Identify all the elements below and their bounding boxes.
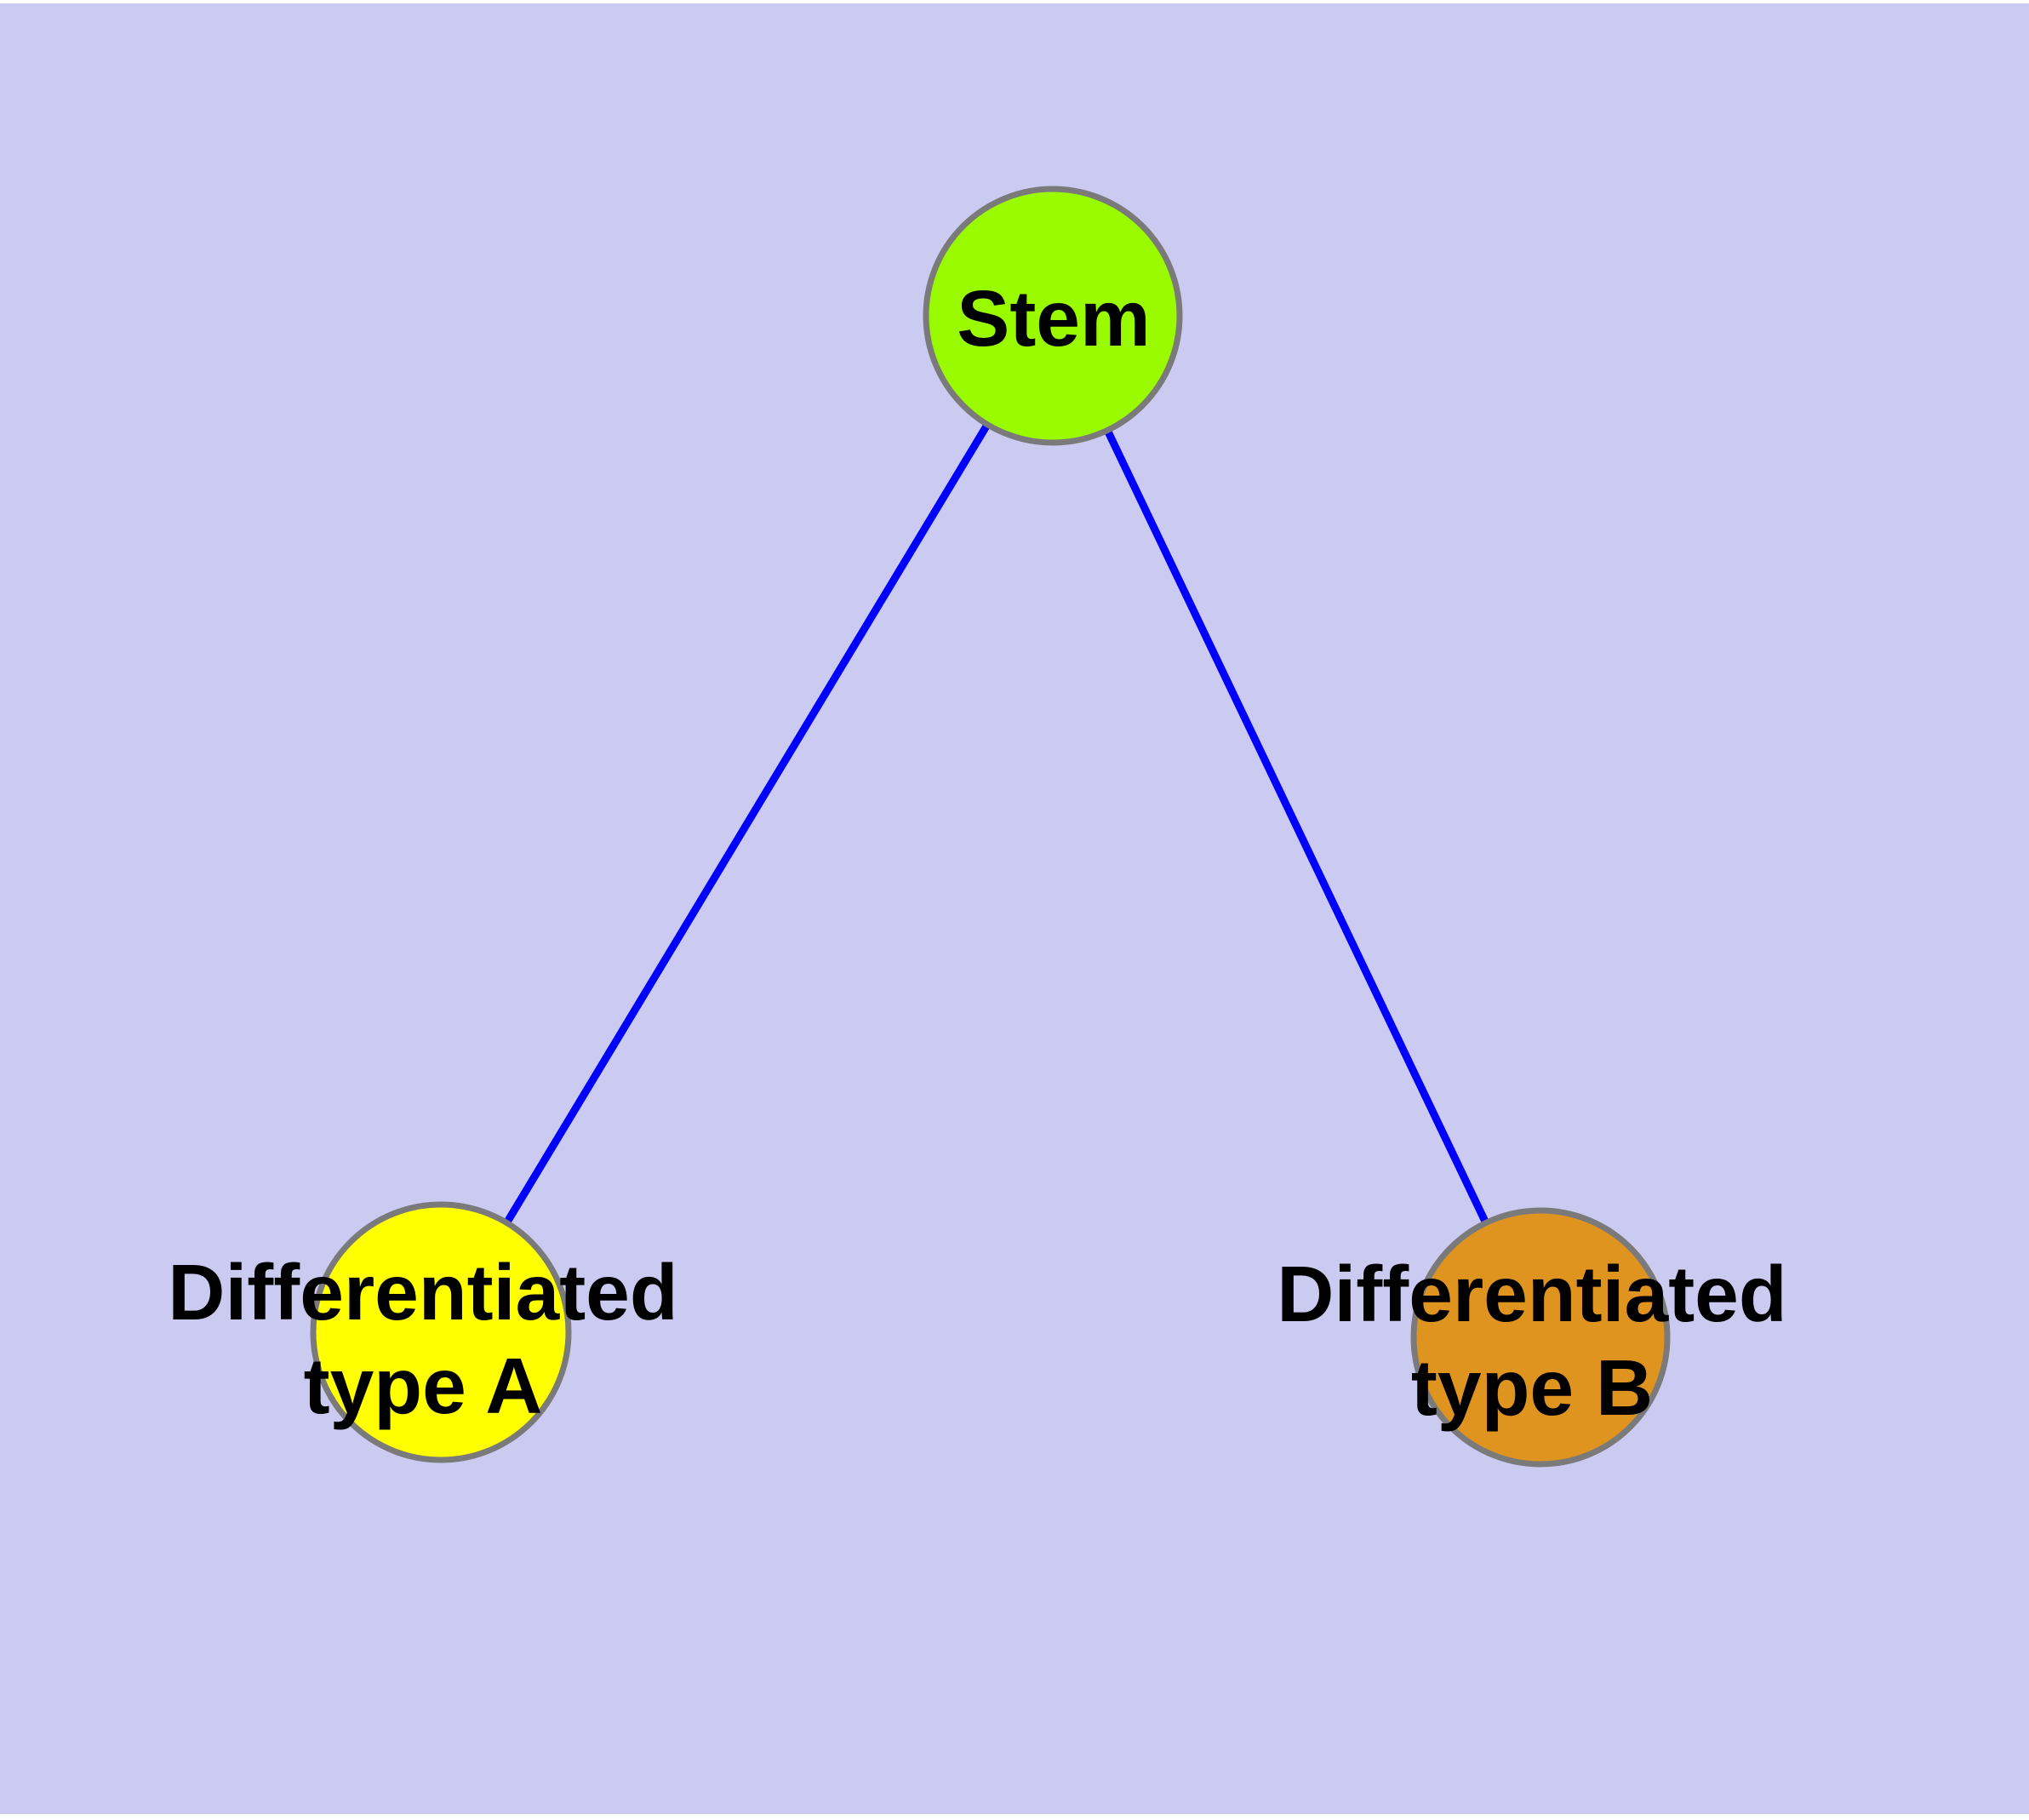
edge-stem-to-type-a: [437, 313, 1056, 1335]
type-a-node-label: Differentiated type A: [168, 1245, 677, 1433]
type-b-node-label-line1: Differentiated: [1277, 1250, 1787, 1338]
stem-node: [923, 186, 1183, 446]
type-a-node-label-line1: Differentiated: [168, 1248, 678, 1336]
type-b-node-label: Differentiated type B: [1277, 1247, 1786, 1434]
edge-stem-to-type-b: [1049, 314, 1545, 1339]
stem-node-label-text: Stem: [957, 274, 1151, 363]
type-b-node: [1410, 1207, 1671, 1468]
type-b-node-label-line2: type B: [1410, 1343, 1654, 1432]
type-a-node: [310, 1201, 572, 1463]
type-a-node-label-line2: type A: [303, 1342, 543, 1430]
stem-node-label: Stem: [957, 272, 1150, 365]
